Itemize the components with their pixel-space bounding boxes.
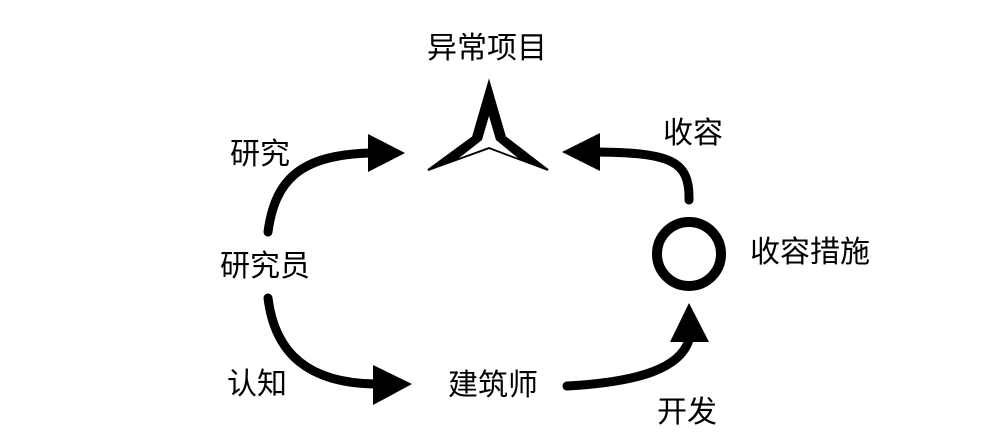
arrow-develop: [562, 303, 709, 391]
containment-measures-label: 收容措施: [750, 235, 870, 270]
arrow-cognition: [263, 293, 412, 405]
edge-label-cognition: 认知: [227, 367, 287, 402]
containment-circle-icon: [652, 217, 726, 291]
arrow-research: [263, 134, 405, 237]
arrow-contain: [562, 133, 694, 205]
edge-label-develop: 开发: [657, 395, 717, 430]
edge-label-contain: 收容: [663, 116, 723, 151]
anomaly-label: 异常项目: [427, 31, 547, 66]
edge-label-research: 研究: [230, 137, 290, 172]
anomaly-star-icon: [427, 78, 549, 171]
researcher-label: 研究员: [220, 249, 310, 284]
architect-label: 建筑师: [448, 368, 538, 403]
